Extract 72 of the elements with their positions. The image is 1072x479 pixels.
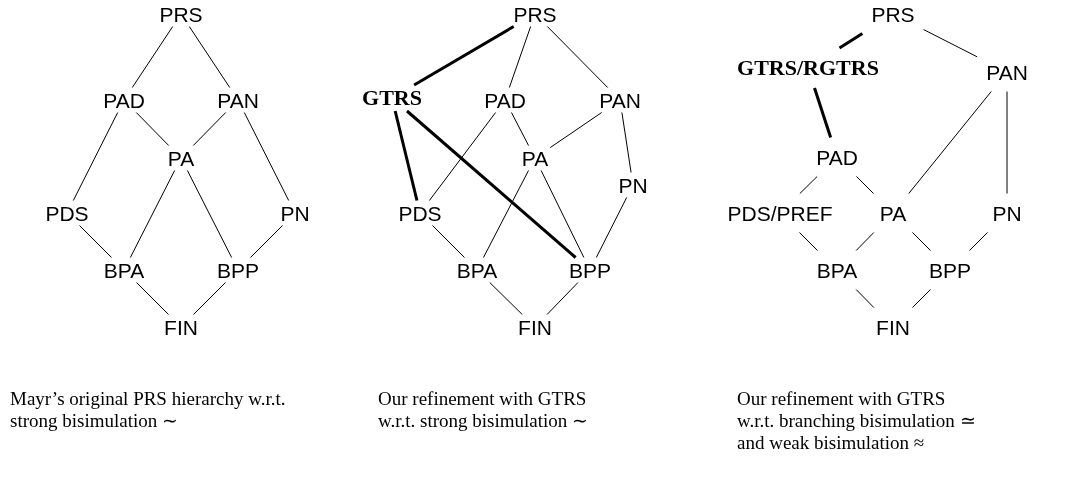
class-label: FIN xyxy=(518,316,552,338)
connector-line xyxy=(799,232,818,251)
class-label: BPP xyxy=(569,259,611,281)
connector-line xyxy=(188,26,231,88)
connector-line xyxy=(129,170,176,258)
connector-line xyxy=(510,112,530,146)
class-label: PRS xyxy=(871,3,915,25)
class-label: BPA xyxy=(103,259,145,281)
connector-line xyxy=(482,170,530,258)
connector-line xyxy=(546,26,609,88)
connector-line xyxy=(595,197,628,258)
class-label: PN xyxy=(618,174,648,196)
figure-caption: Our refinement with GTRS w.r.t. branching bisimulation ≃ and weak bisimulation ≈ xyxy=(737,388,977,454)
class-label: FIN xyxy=(876,316,910,338)
class-label: FIN xyxy=(164,316,198,338)
class-label: PAD xyxy=(103,89,145,111)
connector-line xyxy=(908,91,992,194)
connector-line xyxy=(489,282,523,315)
connector-line xyxy=(546,282,579,315)
connector-line xyxy=(186,170,233,258)
connector-line xyxy=(135,112,170,146)
connector-line xyxy=(856,176,874,194)
class-label: PN xyxy=(992,202,1022,224)
connector-line xyxy=(621,112,632,173)
connector-line xyxy=(508,26,532,88)
connector-line xyxy=(136,282,169,315)
connector-line xyxy=(969,232,988,251)
connector-line xyxy=(855,232,875,251)
class-label: BPP xyxy=(929,259,971,281)
figure-caption: Our refinement with GTRS w.r.t. strong bisimulation ∼ xyxy=(378,388,590,432)
connector-line xyxy=(406,109,577,259)
class-label: PRS xyxy=(159,3,203,25)
class-label: BPP xyxy=(217,259,259,281)
connector-line xyxy=(72,112,119,201)
class-label: PA xyxy=(879,202,907,224)
class-label: PAN xyxy=(599,89,641,111)
connector-line xyxy=(912,289,931,308)
connector-line xyxy=(549,112,603,149)
class-label: GTRS/RGTRS xyxy=(737,57,879,79)
connector-line xyxy=(393,110,419,201)
connector-line xyxy=(250,225,283,258)
connector-line xyxy=(912,232,931,251)
class-label: PA xyxy=(167,147,195,169)
class-label: BPA xyxy=(816,259,858,281)
connector-line xyxy=(923,29,978,58)
class-label: BPA xyxy=(456,259,498,281)
connector-line xyxy=(838,32,864,50)
class-label: PDS xyxy=(398,202,442,224)
class-label: PA xyxy=(521,147,549,169)
connector-line xyxy=(243,112,290,201)
connector-line xyxy=(540,170,585,258)
class-label: PAD xyxy=(484,89,526,111)
connector-line xyxy=(855,289,875,308)
class-label: PAN xyxy=(217,89,259,111)
class-label: PDS/PREF xyxy=(727,202,833,224)
connector-line xyxy=(799,176,818,194)
connector-line xyxy=(432,225,465,258)
class-label: PRS xyxy=(513,3,557,25)
class-label: PAD xyxy=(816,146,858,168)
connector-line xyxy=(192,112,227,146)
connector-line xyxy=(79,225,112,258)
class-label: PN xyxy=(280,202,310,224)
class-label: PDS xyxy=(45,202,89,224)
connector-line xyxy=(813,87,833,138)
figure-caption: Mayr’s original PRS hierarchy w.r.t. strong bisimulation ∼ xyxy=(10,388,287,432)
connector-line xyxy=(1006,91,1008,194)
connector-line xyxy=(428,112,497,201)
connector-line xyxy=(193,282,226,315)
connector-line xyxy=(413,25,515,87)
class-label: PAN xyxy=(986,61,1028,83)
class-label: GTRS xyxy=(362,87,422,109)
connector-line xyxy=(131,26,174,88)
